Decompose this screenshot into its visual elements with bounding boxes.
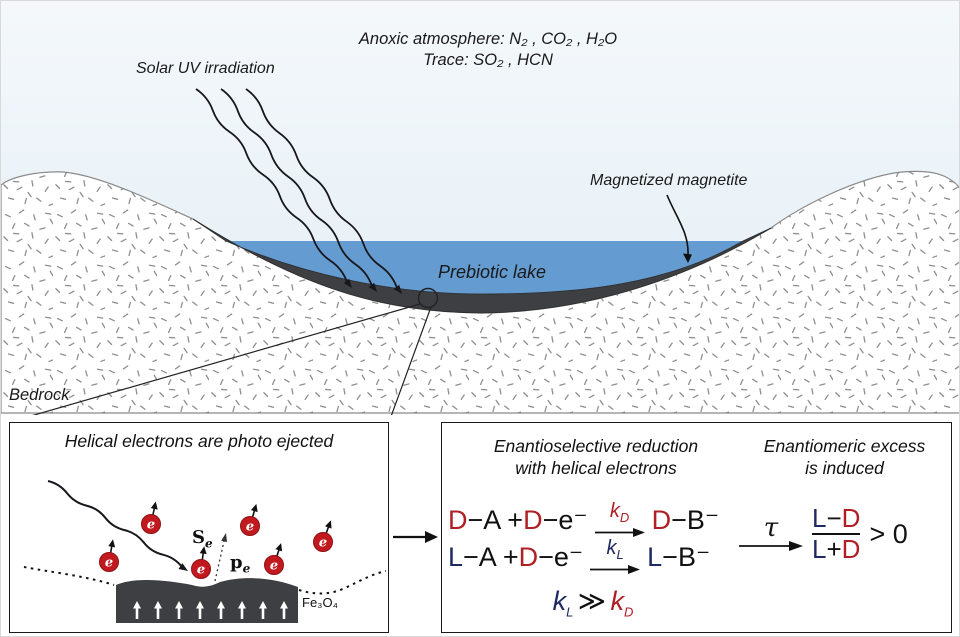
spin-arrow-icon: [325, 520, 332, 534]
electron: e: [240, 503, 260, 536]
lakebed-dotted-line: [23, 566, 386, 595]
magnetite-pointer-arrow: [666, 194, 692, 263]
uv-rays: [195, 88, 398, 289]
tau-arrow-icon: [739, 540, 803, 551]
svg-text:e: e: [246, 520, 254, 535]
helical-electrons-panel: Helical electrons are photo ejected: [9, 422, 389, 633]
rate-arrow-kl: kL: [590, 538, 641, 575]
enantioselective-panel: Enantioselective reduction with helical …: [441, 422, 952, 633]
reaction-equation-l: L−A + D−e⁻ kL L−B⁻: [448, 538, 710, 575]
rate-relation: kL ≫ kD: [552, 586, 634, 620]
prebiotic-lake-water: [226, 241, 743, 294]
svg-text:e: e: [319, 536, 327, 551]
scene-graphic: [1, 1, 959, 415]
spin-arrow-icon: [150, 501, 158, 515]
magnetite-label: Magnetized magnetite: [590, 172, 748, 189]
bedrock-texture: [1, 171, 959, 413]
photon-wave: [47, 480, 183, 568]
magnetite-surface: [116, 578, 298, 623]
atmosphere-label-line1: Anoxic atmosphere: N₂ , CO₂ , H₂O: [358, 30, 618, 48]
electron: e: [191, 546, 211, 579]
momentum-vector-label: pe: [230, 552, 251, 576]
magnetite-layer: [192, 218, 772, 314]
excess-title: Enantiomeric excess is induced: [763, 436, 926, 478]
electron: e: [99, 539, 119, 572]
fraction-bar: [812, 533, 861, 535]
momentum-arrow: [214, 533, 228, 582]
bedrock-label: Bedrock: [9, 386, 70, 404]
spin-vector-label: Se: [192, 527, 213, 551]
spin-arrow-icon: [275, 543, 283, 557]
electron: e: [313, 520, 333, 552]
enantiomeric-excess-result: τ L−D L+D > 0: [739, 505, 908, 563]
magnifier-callout: [32, 287, 439, 415]
electron: e: [141, 501, 161, 534]
lake-label: Prebiotic lake: [438, 262, 547, 282]
spin-arrow-icon: [250, 503, 258, 518]
uv-ray: [195, 88, 348, 283]
atmosphere-label-line2: Trace: SO₂ , HCN: [423, 51, 553, 69]
electron: e: [264, 543, 284, 575]
photoejection-graphic: e e e: [23, 480, 386, 623]
fe3o4-label: Fe₃O₄: [302, 595, 338, 610]
svg-text:e: e: [105, 556, 113, 571]
svg-text:e: e: [270, 559, 278, 574]
reaction-equation-d: D−A + D−e⁻ kD D−B⁻: [448, 501, 719, 538]
rate-arrow-kd: kD: [594, 501, 645, 538]
solar-uv-label: Solar UV irradiation: [136, 60, 275, 77]
reduction-title: Enantioselective reduction with helical …: [493, 436, 699, 478]
inequality: > 0: [869, 518, 908, 549]
panels-connector-arrow: [393, 531, 438, 543]
spin-arrow-icon: [108, 539, 116, 553]
spin-arrow-icon: [199, 546, 207, 560]
reaction-arrow-icon: [590, 565, 641, 574]
tau-arrow: τ: [739, 515, 803, 552]
ee-fraction: L−D L+D: [812, 503, 861, 564]
ejected-electrons: e e e: [99, 501, 333, 579]
svg-text:e: e: [147, 518, 155, 533]
photon-arrowhead: [178, 563, 188, 571]
left-panel-title: Helical electrons are photo ejected: [64, 431, 334, 451]
svg-text:e: e: [197, 563, 205, 578]
uv-ray: [220, 88, 373, 287]
uv-ray-arrowheads: [343, 278, 402, 294]
reaction-arrow-icon: [594, 528, 645, 537]
uv-ray: [245, 88, 398, 289]
